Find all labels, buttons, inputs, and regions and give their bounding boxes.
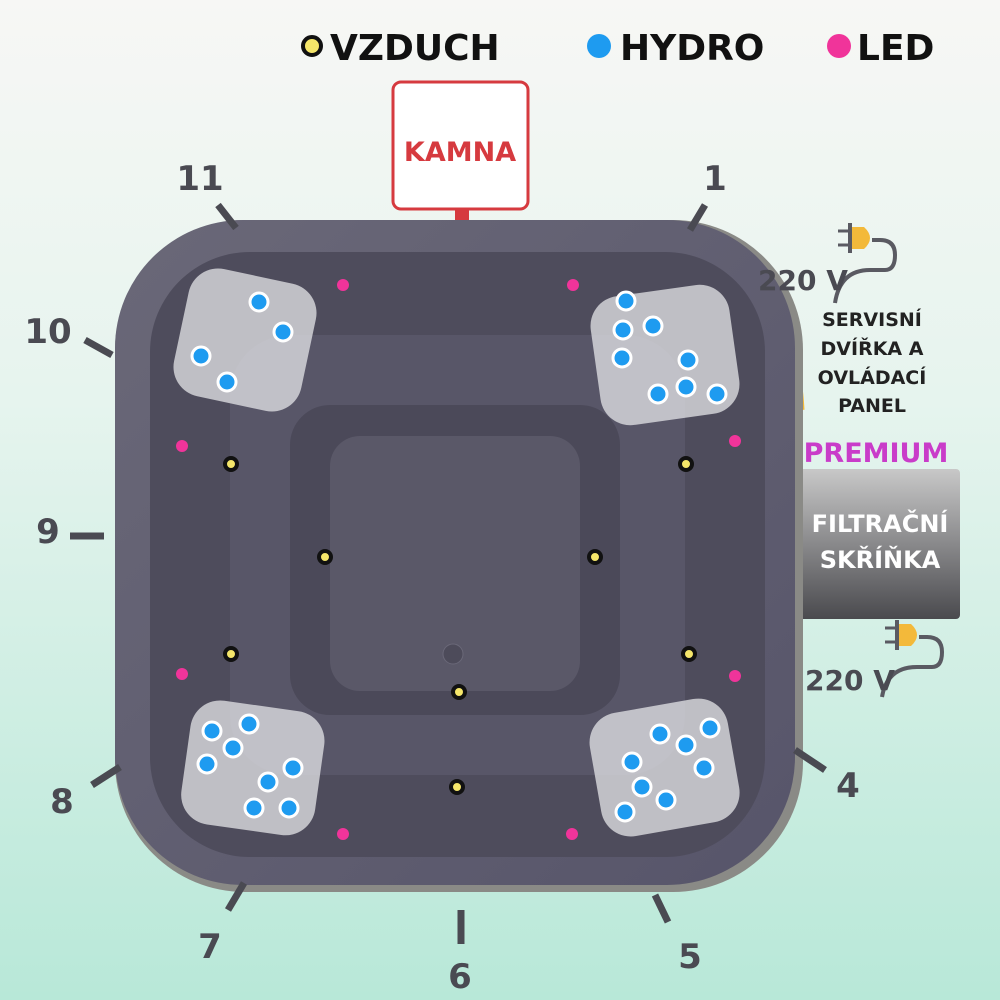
hydro-jet [631,776,653,798]
position-5: 5 [678,937,702,977]
jets [176,279,741,840]
hydro-jet [675,734,697,756]
filter-cabinet [790,469,960,619]
service-line-2: DVÍŘKA A [821,337,924,360]
air-jet [451,684,467,700]
drain [442,643,464,665]
legend-hydro-label: HYDRO [620,28,764,69]
filter-voltage: 220 V [805,664,895,697]
air-legend-icon [301,35,323,57]
service-line-4: PANEL [838,395,906,417]
position-10: 10 [24,312,71,352]
air-jet [587,549,603,565]
seat-top-right [590,284,740,426]
seat-top-left [173,268,317,412]
plug-icon-bottom [880,620,945,698]
hydro-jet [257,771,279,793]
service-line-1: SERVISNÍ [822,308,922,331]
hydro-jet [699,717,721,739]
hydro-jet [282,757,304,779]
filter-line-2: SKŘÍŇKA [820,545,941,574]
position-9: 9 [36,512,60,552]
hydro-jet [243,797,265,819]
hydro-jet [693,757,715,779]
air-jet [681,646,697,662]
legend-air-label: VZDUCH [330,28,500,69]
hydro-jet [216,371,238,393]
hydro-jet [649,723,671,745]
hydro-jet [611,347,633,369]
led-light [567,279,579,291]
led-light [729,670,741,682]
hydro-jet [612,319,634,341]
hydro-jet [238,713,260,735]
air-jet [449,779,465,795]
service-line-3: OVLÁDACÍ [818,366,927,389]
hydro-jet [706,383,728,405]
hydro-jet [615,290,637,312]
position-7: 7 [198,927,222,967]
hydro-jet [222,737,244,759]
hydro-jet [642,315,664,337]
footwell-floor [330,436,580,691]
hydro-jet [614,801,636,823]
hydro-jet [190,345,212,367]
led-light [729,435,741,447]
hydro-jet [248,291,270,313]
led-light [176,440,188,452]
hydro-jet [278,797,300,819]
legend: VZDUCH HYDRO LED [301,28,934,69]
filter-line-1: FILTRAČNÍ [812,508,949,538]
led-light [176,668,188,680]
legend-led-label: LED [857,28,934,69]
hydro-jet [201,720,223,742]
hydro-jet [677,349,699,371]
air-jet [678,456,694,472]
position-ticks [70,202,827,944]
plug-icon-top [833,223,898,304]
position-1: 1 [703,159,727,199]
led-legend-icon [827,34,851,58]
hydro-jet [196,753,218,775]
led-light [566,828,578,840]
air-jet [223,456,239,472]
air-jet [223,646,239,662]
service-voltage: 220 V [758,264,848,297]
air-jet [317,549,333,565]
led-light [337,279,349,291]
stove-box [391,80,530,211]
position-8: 8 [50,782,74,822]
hydro-jet [655,789,677,811]
position-4: 4 [836,766,860,806]
hydro-jet [272,321,294,343]
hydro-legend-icon [587,34,611,58]
hydro-jet [647,383,669,405]
hydro-jet [621,751,643,773]
stove-label: KAMNA [404,137,516,168]
position-6: 6 [448,957,472,997]
seat-bottom-right [589,698,740,837]
premium-badge: PREMIUM [804,438,949,469]
led-light [337,828,349,840]
hydro-jet [675,376,697,398]
position-11: 11 [176,159,223,199]
